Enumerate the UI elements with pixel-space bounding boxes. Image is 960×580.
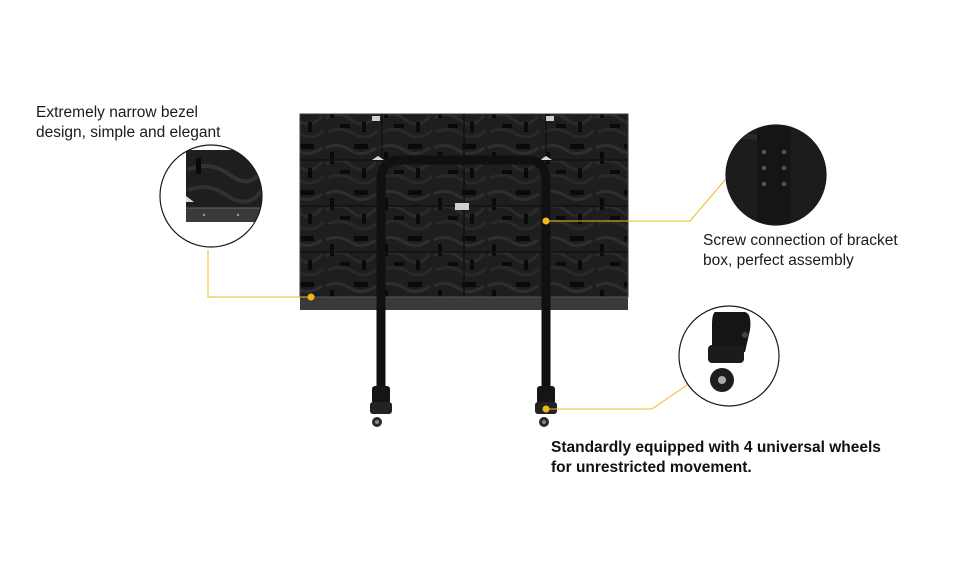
led-cabinet — [299, 113, 629, 310]
zoom-wheel — [678, 305, 780, 407]
zoom-bezel — [159, 144, 263, 248]
stand-frame — [376, 155, 551, 397]
callout-dot-wheel — [542, 405, 550, 413]
caption-bezel: Extremely narrow bezel design, simple an… — [36, 103, 220, 143]
caption-wheels: Standardly equipped with 4 universal whe… — [551, 438, 881, 478]
wheel-right — [535, 386, 557, 427]
caption-screw: Screw connection of bracket box, perfect… — [703, 231, 898, 271]
zoom-screw — [725, 124, 827, 226]
callout-dot-screw — [542, 217, 550, 225]
caption-screw-line1: Screw connection of bracket — [703, 232, 898, 249]
caption-screw-line2: box, perfect assembly — [703, 252, 854, 269]
callout-dot-bezel — [307, 293, 315, 301]
callout-lines — [207, 179, 726, 410]
caption-bezel-line1: Extremely narrow bezel — [36, 104, 198, 121]
wheel-left — [370, 386, 392, 427]
caption-bezel-line2: design, simple and elegant — [36, 124, 221, 141]
caption-wheels-line1: Standardly equipped with 4 universal whe… — [551, 439, 881, 456]
caption-wheels-line2: for unrestricted movement. — [551, 459, 752, 476]
